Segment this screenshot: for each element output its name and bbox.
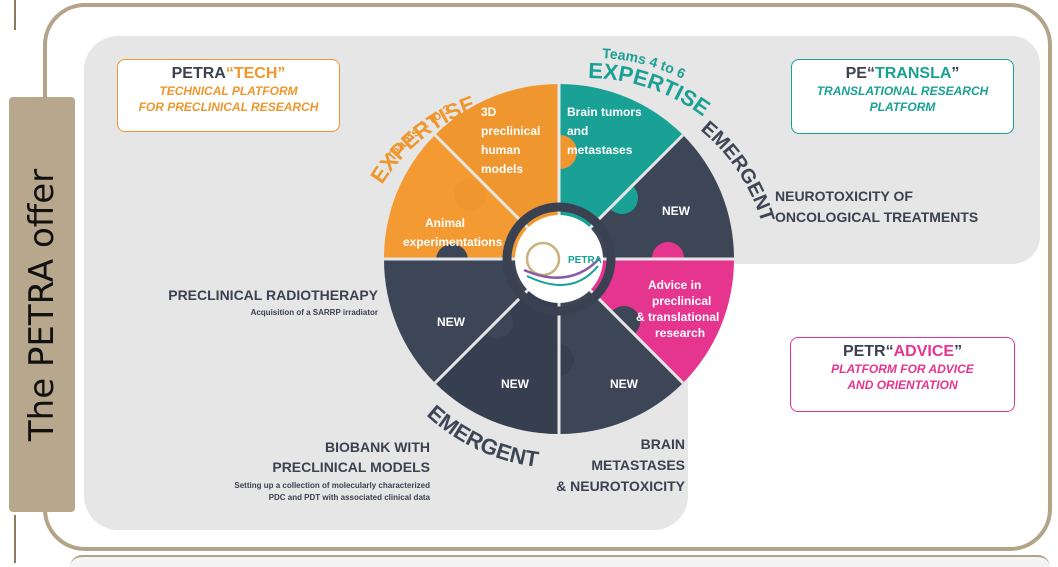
biobank-title2: PRECLINICAL MODELS (272, 459, 430, 475)
new-bottom-label: NEW (501, 377, 530, 391)
tech-line2: FOR PRECLINICAL RESEARCH (138, 100, 319, 114)
transla-box: PE“TRANSLA” TRANSLATIONAL RESEARCH PLATF… (791, 59, 1014, 134)
radiotherapy-title: PRECLINICAL RADIOTHERAPY (168, 287, 378, 303)
neurotox-line1: NEUROTOXICITY OF (775, 188, 913, 204)
brain-line3: metastases (567, 143, 633, 157)
biobank-title1: BIOBANK WITH (325, 439, 430, 455)
advice-piece-line3: & translational (636, 310, 719, 324)
animal-line1: Animal (425, 216, 465, 230)
logo-swoosh (523, 257, 601, 279)
biobank-sub2: PDC and PDT with associated clinical dat… (268, 493, 430, 502)
advice-title-part1: PETR“ (842, 343, 894, 360)
biobank-label: BIOBANK WITH PRECLINICAL MODELS Setting … (170, 437, 430, 504)
neurotox-line2: ONCOLOGICAL TREATMENTS (775, 209, 979, 225)
puzzle-knob (454, 179, 486, 211)
tech-title-part1: PETRA (171, 65, 226, 82)
sidebar: The PETRA offer (9, 97, 75, 512)
biobank-sub1: Setting up a collection of molecularly c… (234, 481, 430, 490)
new-left-label: NEW (437, 315, 466, 329)
transla-title-part3: ” (951, 65, 960, 82)
transla-line2: PLATFORM (869, 100, 936, 114)
advice-piece-line4: research (655, 326, 705, 340)
new-bottom-right-label: NEW (610, 377, 639, 391)
models-line3: human (481, 143, 520, 157)
advice-line2: AND ORIENTATION (847, 378, 958, 392)
brain-met-line1: BRAIN (640, 436, 685, 452)
brain-met-line2: METASTASES (591, 457, 685, 473)
new-right-label: NEW (662, 204, 691, 218)
transla-line1: TRANSLATIONAL RESEARCH (816, 84, 989, 98)
models-line4: models (481, 162, 523, 176)
tech-title-part2: “TECH” (225, 65, 286, 82)
advice-title-part3: ” (954, 343, 963, 360)
radiotherapy-sub: Acquisition of a SARRP irradiator (250, 308, 378, 317)
radiotherapy-label: PRECLINICAL RADIOTHERAPY Acquisition of … (128, 287, 378, 317)
models-line1: 3D (481, 105, 497, 119)
inner-ring (502, 202, 616, 316)
tech-box: PETRA“TECH” TECHNICAL PLATFORM FOR PRECL… (117, 59, 340, 132)
logo-text: PETRA (568, 255, 602, 266)
brain-met-line3: & NEUROTOXICITY (556, 478, 685, 494)
advice-piece-line1: Advice in (648, 278, 701, 292)
brain-line2: and (567, 124, 588, 138)
models-line2: preclinical (481, 124, 540, 138)
animal-line2: experimentations (403, 235, 503, 249)
brain-met-label: BRAIN METASTASES & NEUROTOXICITY (505, 434, 685, 497)
tech-line1: TECHNICAL PLATFORM (159, 84, 298, 98)
brain-line1: Brain tumors (567, 105, 642, 119)
advice-title-part2: ADVICE (893, 343, 955, 360)
advice-line1: PLATFORM FOR ADVICE (831, 362, 974, 376)
advice-piece-line2: preclinical (652, 294, 711, 308)
edge-line (14, 0, 16, 30)
transla-title-part2: TRANSLA (874, 65, 952, 82)
edge-line (14, 515, 16, 563)
neurotox-label: NEUROTOXICITY OF ONCOLOGICAL TREATMENTS (775, 186, 978, 228)
advice-box: PETR“ADVICE” PLATFORM FOR ADVICE AND ORI… (790, 337, 1015, 412)
transla-title-part1: PE“ (845, 65, 875, 82)
logo-swoosh (526, 265, 599, 286)
